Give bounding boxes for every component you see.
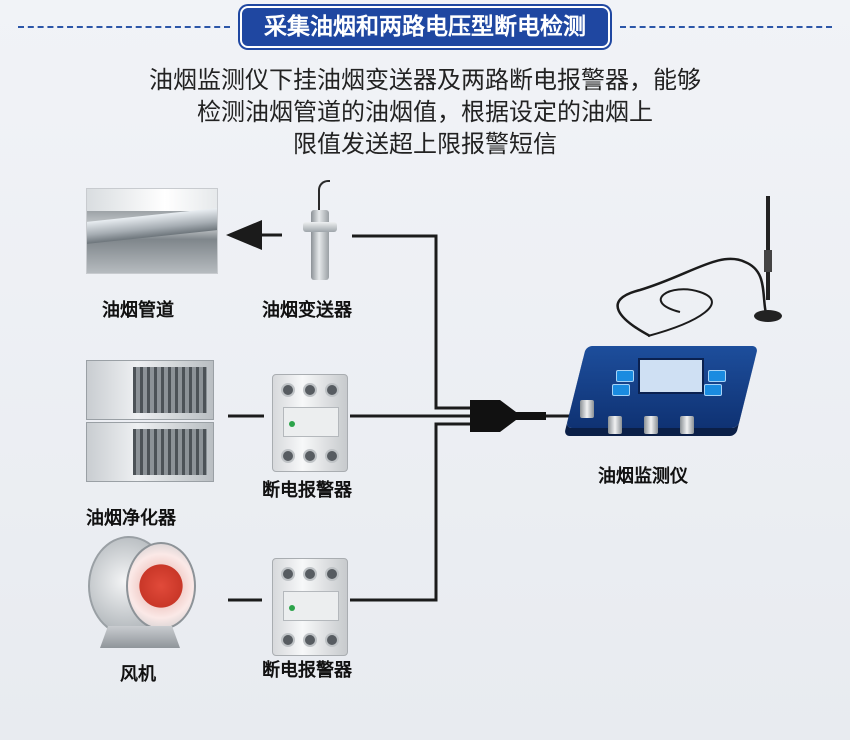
- antenna-base: [754, 310, 782, 322]
- transmitter-wire: [352, 234, 470, 410]
- monitor-label: 油烟监测仪: [598, 466, 688, 487]
- purifier-cabinet-icon: [86, 360, 214, 488]
- splitter-connector: [470, 400, 546, 432]
- monitor-unit-icon: [565, 332, 759, 440]
- antenna-cable: [616, 257, 770, 338]
- alarm1-label: 断电报警器: [262, 480, 352, 501]
- page-title: 采集油烟和两路电压型断电检测: [242, 8, 608, 46]
- description-line: 油烟监测仪下挂油烟变送器及两路断电报警器，能够: [149, 66, 701, 94]
- transmitter-label: 油烟变送器: [262, 300, 352, 321]
- description: 油烟监测仪下挂油烟变送器及两路断电报警器，能够 检测油烟管道的油烟值，根据设定的…: [60, 64, 790, 160]
- description-line: 检测油烟管道的油烟值，根据设定的油烟上: [197, 98, 653, 126]
- duct-label: 油烟管道: [102, 300, 174, 321]
- power-alarm-icon: [272, 374, 348, 472]
- alarm2-label: 断电报警器: [262, 660, 352, 681]
- banner-divider-right: [620, 26, 832, 28]
- duct-photo-icon: [86, 188, 218, 274]
- sensor-cable: [318, 180, 330, 222]
- sensor-probe-icon: [311, 210, 329, 280]
- fan-label: 风机: [120, 664, 156, 685]
- alarm2-wire: [228, 422, 470, 602]
- axial-fan-icon: [86, 534, 196, 652]
- banner-divider-left: [18, 26, 230, 28]
- description-line: 限值发送超上限报警短信: [293, 130, 557, 158]
- purifier-label: 油烟净化器: [86, 508, 176, 529]
- antenna-coil: [764, 250, 772, 272]
- monitor-screen: [638, 358, 704, 394]
- sensor-flange: [303, 222, 337, 232]
- power-alarm-icon: [272, 558, 348, 656]
- antenna-cable-loop: [647, 288, 713, 337]
